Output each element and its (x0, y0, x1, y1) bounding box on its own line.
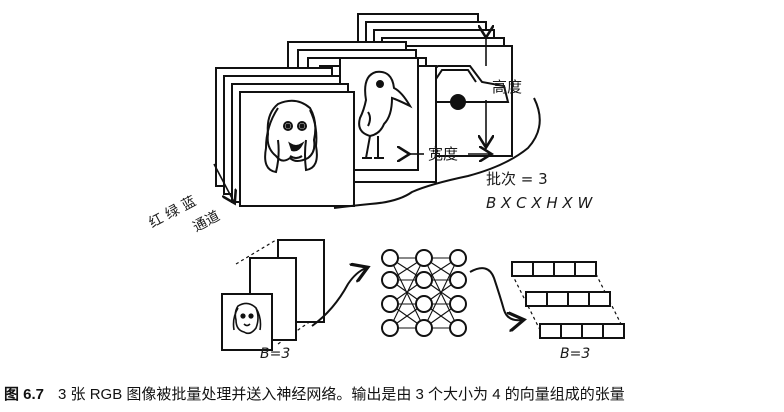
neural-network (381, 249, 467, 337)
bird-icon (358, 70, 413, 159)
small-dog-icon (232, 302, 262, 335)
shape-label: B X C X H X W (486, 194, 593, 212)
output-vector-2 (525, 291, 611, 307)
height-label: 高度 (492, 78, 522, 96)
channel-label: 通道 (190, 208, 222, 235)
output-vector-3 (539, 323, 625, 339)
width-label: 宽度 (428, 145, 458, 163)
dog-icon (264, 99, 318, 174)
output-batch-label: B=3 (560, 346, 590, 362)
batch-brace (333, 97, 541, 209)
channel-rgb-label: 红 绿 蓝 (146, 194, 198, 232)
image-stack-dog (215, 67, 355, 207)
batch-label: 批次 = 3 (486, 170, 548, 188)
input-batch (221, 239, 325, 351)
batch-diagram: 高度 宽度 红 绿 蓝 通道 批次 = 3 B X C X H X W B=3 (146, 13, 625, 362)
channel-arrow (213, 163, 234, 202)
input-arrow (311, 268, 366, 327)
output-vectors (511, 261, 625, 339)
caption-text: 3 张 RGB 图像被批量处理并送入神经网络。输出是由 3 个大小为 4 的向量… (58, 386, 625, 403)
figure-caption: 图 6.7 3 张 RGB 图像被批量处理并送入神经网络。输出是由 3 个大小为 … (4, 384, 782, 406)
output-arrow (469, 267, 522, 320)
output-vector-1 (511, 261, 597, 277)
input-batch-label: B=3 (260, 346, 290, 362)
figure-number: 图 6.7 (4, 386, 45, 403)
